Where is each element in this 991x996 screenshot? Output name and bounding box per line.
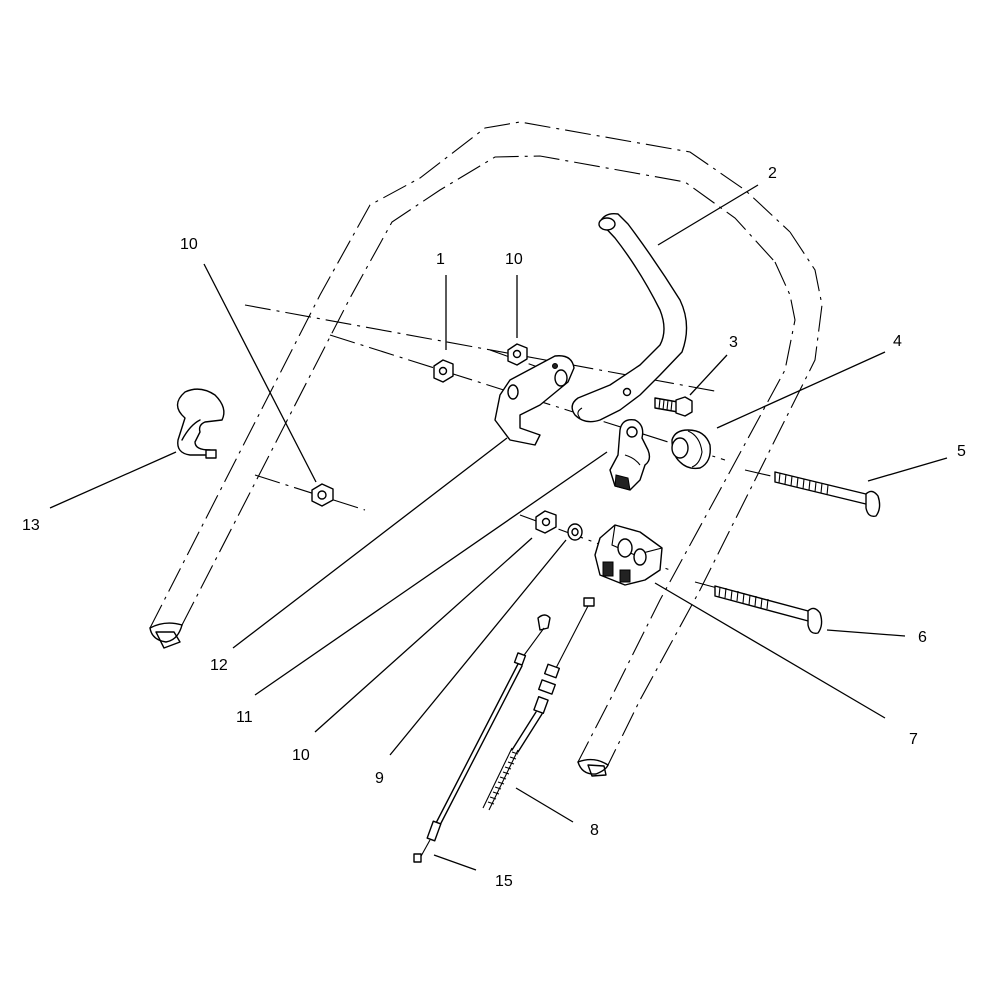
callout-9: 9 xyxy=(375,770,384,787)
nut-part-10-upper xyxy=(507,343,528,366)
callout-11: 11 xyxy=(236,709,253,726)
bracket-part-12 xyxy=(494,355,575,446)
callout-15: 15 xyxy=(495,873,513,890)
leader-7 xyxy=(654,582,886,719)
leader-12 xyxy=(232,437,508,649)
callout-10-upper: 10 xyxy=(505,251,523,268)
center-lines xyxy=(244,304,876,616)
clamp-block-part-7 xyxy=(594,524,663,586)
callout-2: 2 xyxy=(768,165,777,182)
wire-clip-part-13 xyxy=(176,388,225,459)
leader-9 xyxy=(389,539,567,756)
leader-10-lower xyxy=(314,537,533,733)
callout-labels: 1 2 3 4 5 6 7 8 9 10 10 10 11 12 13 15 xyxy=(22,165,966,890)
knob-part-4 xyxy=(671,429,711,470)
leader-11 xyxy=(254,451,608,696)
callout-3: 3 xyxy=(729,334,738,351)
cable-part-15 xyxy=(413,614,551,863)
callout-6: 6 xyxy=(918,629,927,646)
leader-3 xyxy=(689,354,728,396)
cam-part-11 xyxy=(609,419,651,491)
leader-6 xyxy=(826,629,906,637)
callout-13: 13 xyxy=(22,517,40,534)
callout-10-lower: 10 xyxy=(292,747,310,764)
leader-13 xyxy=(49,451,177,509)
bolt-part-3 xyxy=(654,396,693,417)
callout-8: 8 xyxy=(590,822,599,839)
cable-part-8 xyxy=(482,597,595,811)
leader-5 xyxy=(867,457,948,482)
handle-frame xyxy=(149,121,823,777)
leader-8 xyxy=(515,787,574,823)
leader-4 xyxy=(716,351,886,429)
leader-15 xyxy=(433,854,477,871)
carriage-bolt-part-5 xyxy=(774,471,881,518)
leader-2 xyxy=(657,184,759,246)
callout-7: 7 xyxy=(909,731,918,748)
callout-5: 5 xyxy=(957,443,966,460)
carriage-bolt-part-6 xyxy=(714,585,823,635)
nut-part-10-lower xyxy=(535,510,557,534)
callout-12: 12 xyxy=(210,657,228,674)
callout-1: 1 xyxy=(436,251,445,268)
leader-10-left xyxy=(203,263,317,483)
callout-4: 4 xyxy=(893,333,902,350)
callout-10-left: 10 xyxy=(180,236,198,253)
nut-part-1 xyxy=(433,359,454,383)
washer-part-9 xyxy=(567,523,583,541)
leader-lines xyxy=(49,184,948,871)
lever-part-2 xyxy=(571,212,688,423)
nut-part-10-left xyxy=(311,483,334,507)
